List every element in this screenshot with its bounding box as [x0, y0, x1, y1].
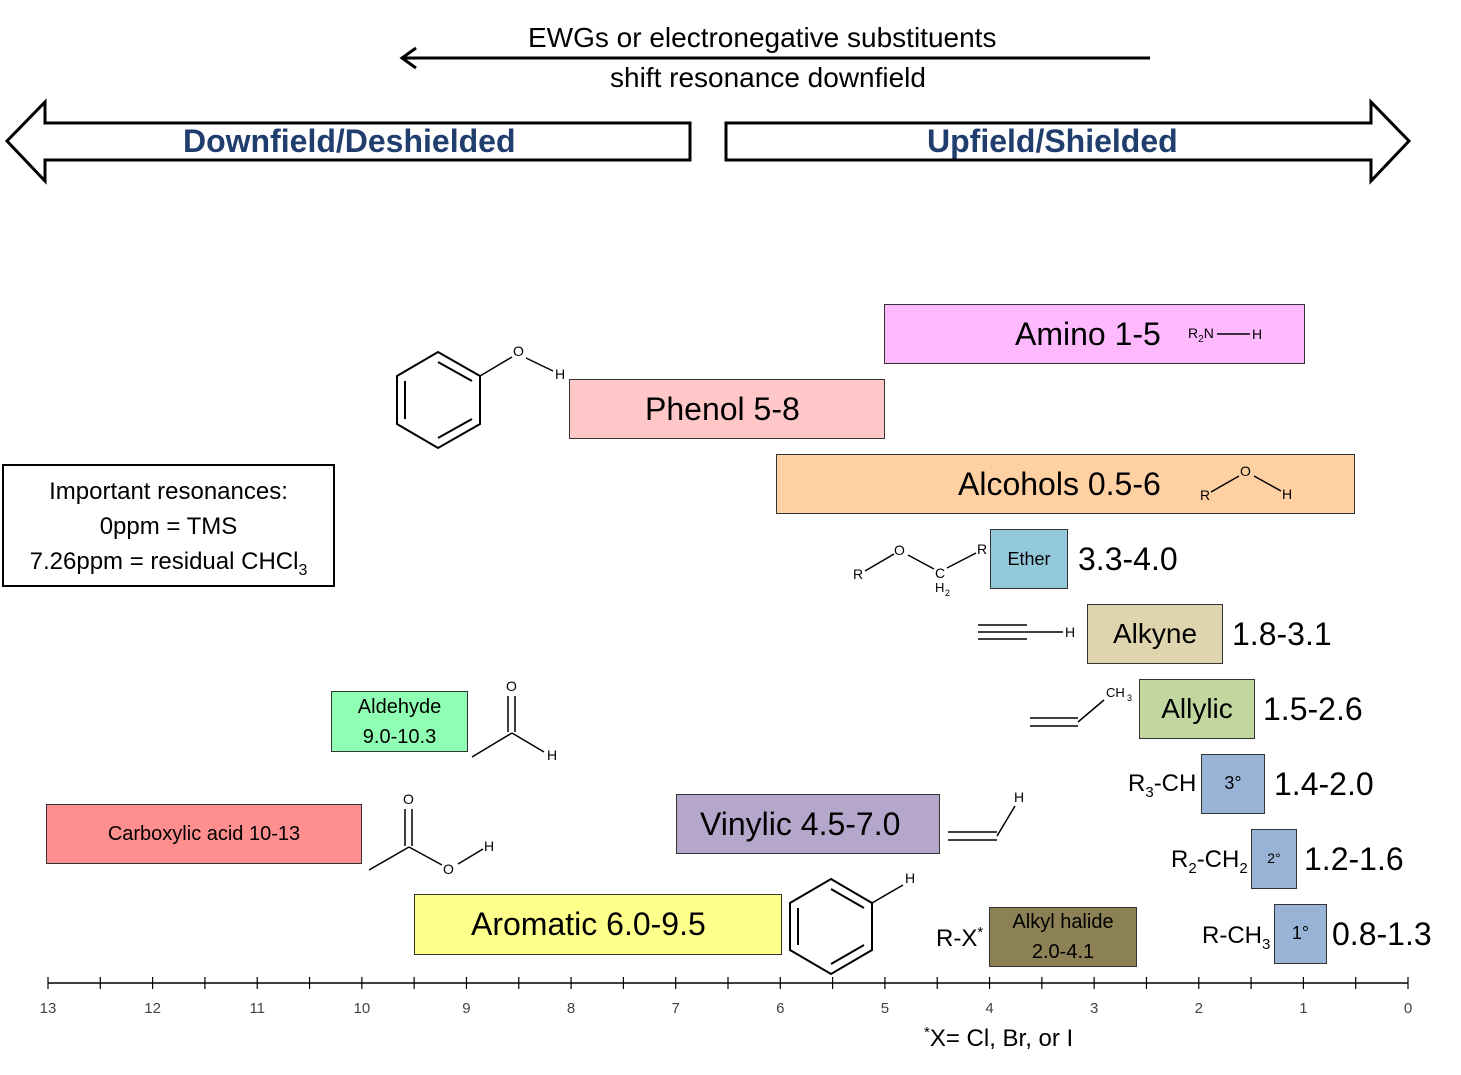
axis-tick-label: 4	[985, 1000, 993, 1017]
ether-structure-icon: R O C R H 2	[853, 541, 987, 598]
alkyne-label: Alkyne	[1112, 618, 1198, 649]
svg-text:R: R	[1200, 487, 1210, 503]
amine-h-atom: H	[1252, 326, 1262, 342]
axis-tick-label: 13	[40, 1000, 57, 1017]
notes-line1: Important resonances:	[49, 478, 288, 505]
ewg-text-line1: EWGs or electronegative substituents	[528, 22, 997, 53]
allylic-range-label: 1.5-2.6	[1263, 691, 1363, 727]
axis-tick-label: 2	[1195, 1000, 1203, 1017]
secondary-label: 2°	[1267, 850, 1281, 866]
notes-line3: 7.26ppm = residual CHCl3	[29, 548, 308, 579]
axis-tick-label: 12	[144, 1000, 161, 1017]
alcohol-structure-icon: R O H	[1200, 463, 1292, 503]
upfield-arrow-icon	[724, 98, 1412, 185]
svg-text:H: H	[547, 747, 557, 763]
axis-tick-label: 10	[354, 1000, 371, 1017]
footnote: *X= Cl, Br, or I	[924, 1024, 1074, 1052]
primary-formula: R-CH3	[1202, 922, 1271, 953]
aromatic-structure-icon: H	[789, 870, 915, 976]
carboxylic-acid-structure-icon: O O H	[368, 791, 494, 877]
downfield-arrow-icon	[4, 98, 692, 185]
downfield-label: Downfield/Deshielded	[183, 123, 516, 159]
svg-text:H: H	[555, 366, 565, 382]
aldehyde-range-label: 9.0-10.3	[362, 725, 437, 748]
axis-tick-label: 8	[567, 1000, 575, 1017]
ether-label: Ether	[1007, 548, 1051, 569]
alcohols-range-box	[776, 454, 1355, 514]
allylic-box: Allylic	[1139, 679, 1255, 739]
ewg-arrow-icon	[399, 46, 1150, 70]
alkyne-structure-icon: H	[978, 624, 1075, 640]
phenol-structure-icon: O H	[396, 343, 565, 450]
svg-text:O: O	[403, 791, 414, 807]
ether-range-label: 3.3-4.0	[1078, 541, 1178, 577]
tertiary-label: 3°	[1224, 773, 1242, 793]
aldehyde-box: Aldehyde 9.0-10.3	[331, 691, 468, 752]
svg-text:O: O	[894, 542, 905, 558]
vinylic-box	[676, 794, 940, 854]
vinylic-structure-icon: H	[948, 789, 1024, 841]
svg-text:O: O	[513, 343, 524, 359]
axis-tick-label: 6	[776, 1000, 784, 1017]
tertiary-range-label: 1.4-2.0	[1274, 766, 1374, 802]
amine-bond-icon: H	[1217, 326, 1262, 342]
primary-range-label: 0.8-1.3	[1332, 916, 1432, 952]
svg-text:O: O	[443, 861, 454, 877]
carboxylic-acid-box: Carboxylic acid 10-13	[46, 804, 362, 864]
secondary-formula: R2-CH2	[1171, 846, 1248, 877]
aromatic-label: Aromatic 6.0-9.5	[471, 906, 706, 942]
axis-tick-label: 0	[1404, 1000, 1412, 1017]
axis-tick-label: 5	[881, 1000, 889, 1017]
svg-text:H: H	[1014, 789, 1024, 805]
axis-tick-label: 11	[249, 1000, 265, 1017]
phenol-range-box	[569, 379, 885, 439]
secondary-box: 2°	[1251, 829, 1297, 889]
important-resonances-box: Important resonances: 0ppm = TMS 7.26ppm…	[2, 464, 335, 587]
tertiary-box: 3°	[1201, 754, 1265, 814]
primary-label: 1°	[1291, 923, 1310, 943]
svg-text:C: C	[935, 565, 945, 581]
svg-text:3: 3	[1127, 693, 1132, 703]
alcohols-label: Alcohols 0.5-6	[958, 466, 1161, 502]
ewg-text-line2: shift resonance downfield	[610, 62, 926, 93]
alkyl-halide-label: Alkyl halide	[1012, 911, 1114, 933]
amine-structure-label: R2N	[1188, 325, 1214, 345]
svg-text:H: H	[484, 838, 494, 854]
svg-text:2: 2	[945, 588, 950, 598]
axis-tick-label: 1	[1299, 1000, 1307, 1017]
vinylic-label: Vinylic 4.5-7.0	[700, 806, 901, 842]
ether-box: Ether	[990, 529, 1068, 589]
notes-line2: 0ppm = TMS	[99, 513, 238, 540]
aldehyde-label: Aldehyde	[357, 695, 442, 718]
axis-tick-label: 7	[672, 1000, 680, 1017]
alkyl-halide-box: Alkyl halide 2.0-4.1	[989, 907, 1137, 967]
svg-text:CH: CH	[1106, 685, 1125, 700]
axis-tick-label: 9	[462, 1000, 470, 1017]
upfield-label: Upfield/Shielded	[927, 123, 1178, 159]
amino-label: Amino 1-5	[1015, 316, 1161, 352]
svg-text:O: O	[506, 678, 517, 694]
svg-text:H: H	[1282, 486, 1292, 502]
phenol-label: Phenol 5-8	[645, 391, 800, 427]
svg-text:H: H	[1065, 624, 1075, 640]
allylic-label: Allylic	[1161, 693, 1233, 724]
svg-text:R: R	[853, 566, 863, 582]
svg-text:H: H	[905, 870, 915, 886]
axis-tick-label: 3	[1090, 1000, 1098, 1017]
svg-text:O: O	[1240, 463, 1251, 479]
secondary-range-label: 1.2-1.6	[1304, 841, 1404, 877]
primary-box: 1°	[1274, 904, 1327, 964]
svg-text:R: R	[977, 541, 987, 557]
aldehyde-structure-icon: O H	[471, 678, 557, 763]
alkyl-halide-formula: R-X*	[936, 924, 984, 952]
alkyne-range-label: 1.8-3.1	[1232, 616, 1332, 652]
carboxylic-acid-label: Carboxylic acid 10-13	[107, 822, 301, 845]
alkyl-halide-range-label: 2.0-4.1	[1031, 941, 1095, 963]
alkyne-box: Alkyne	[1087, 604, 1223, 664]
tertiary-formula: R3-CH	[1128, 770, 1197, 801]
svg-text:H: H	[935, 580, 944, 595]
allylic-structure-icon: CH 3	[1030, 685, 1132, 727]
aromatic-box	[414, 894, 782, 955]
